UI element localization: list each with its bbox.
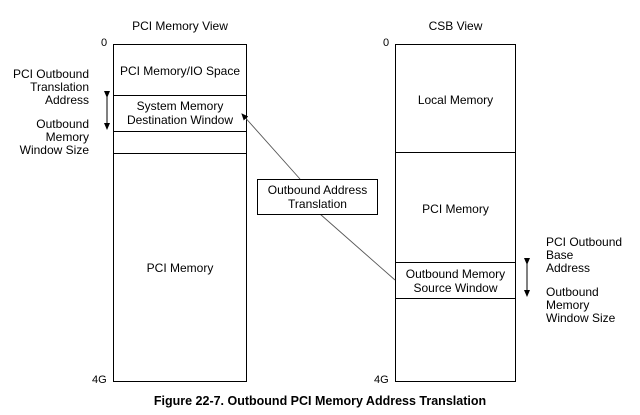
figure-caption: Figure 22-7. Outbound PCI Memory Address… — [153, 394, 487, 408]
local-memory-region: Local Memory — [417, 93, 494, 107]
label-line: Base — [546, 248, 574, 262]
csb-divider-2 — [395, 262, 516, 263]
csb-divider-1 — [395, 152, 516, 153]
destination-window-line2: Destination Window — [126, 113, 234, 127]
pci-outbound-window-size-label: Outbound Memory Window Size — [0, 118, 89, 157]
system-memory-destination-window-region: System Memory Destination Window — [113, 99, 247, 127]
pci-memory-region: PCI Memory — [146, 261, 214, 275]
translation-line-lower — [319, 213, 396, 281]
pci-outbound-translation-address-label: PCI Outbound Translation Address — [0, 68, 89, 107]
pci-divider-1 — [113, 95, 247, 96]
translation-line1: Outbound Address — [267, 183, 368, 197]
pci-divider-2 — [113, 131, 247, 132]
outbound-memory-source-window-region: Outbound Memory Source Window — [395, 267, 516, 295]
csb-view-title: CSB View — [428, 19, 483, 33]
csb-outbound-window-size-label: Outbound Memory Window Size — [546, 286, 640, 325]
label-line: Translation — [30, 80, 89, 94]
csb-divider-3 — [395, 298, 516, 299]
pci-memory-map — [113, 44, 247, 382]
source-window-line1: Outbound Memory — [405, 267, 506, 281]
pci-memory-io-space-region: PCI Memory/IO Space — [119, 64, 241, 78]
source-window-line2: Source Window — [413, 281, 498, 295]
pci-memory-view-title: PCI Memory View — [132, 19, 228, 33]
outbound-address-translation-label: Outbound Address Translation — [257, 183, 378, 211]
pci-tick-zero: 0 — [101, 37, 108, 49]
label-line: Outbound — [546, 285, 599, 299]
csb-tick-4g: 4G — [374, 374, 389, 386]
pci-divider-3 — [113, 153, 247, 154]
csb-tick-zero: 0 — [383, 37, 390, 49]
label-line: Memory — [546, 298, 590, 312]
csb-pci-memory-region: PCI Memory — [422, 202, 489, 216]
csb-memory-map — [395, 44, 516, 382]
destination-window-line1: System Memory — [136, 99, 224, 113]
label-line: Memory — [45, 130, 89, 144]
label-line: PCI Outbound — [546, 235, 623, 249]
label-line: PCI Outbound — [12, 67, 89, 81]
label-line: Window Size — [19, 143, 89, 157]
translation-line2: Translation — [288, 197, 347, 211]
label-line: Address — [44, 93, 89, 107]
pci-tick-4g: 4G — [92, 374, 107, 386]
label-line: Window Size — [546, 311, 616, 325]
label-line: Address — [546, 261, 591, 275]
pci-outbound-base-address-label: PCI Outbound Base Address — [546, 236, 640, 275]
label-line: Outbound — [36, 117, 89, 131]
outbound-address-translation-box — [257, 179, 378, 215]
translation-arrow-upper-icon — [241, 113, 301, 180]
